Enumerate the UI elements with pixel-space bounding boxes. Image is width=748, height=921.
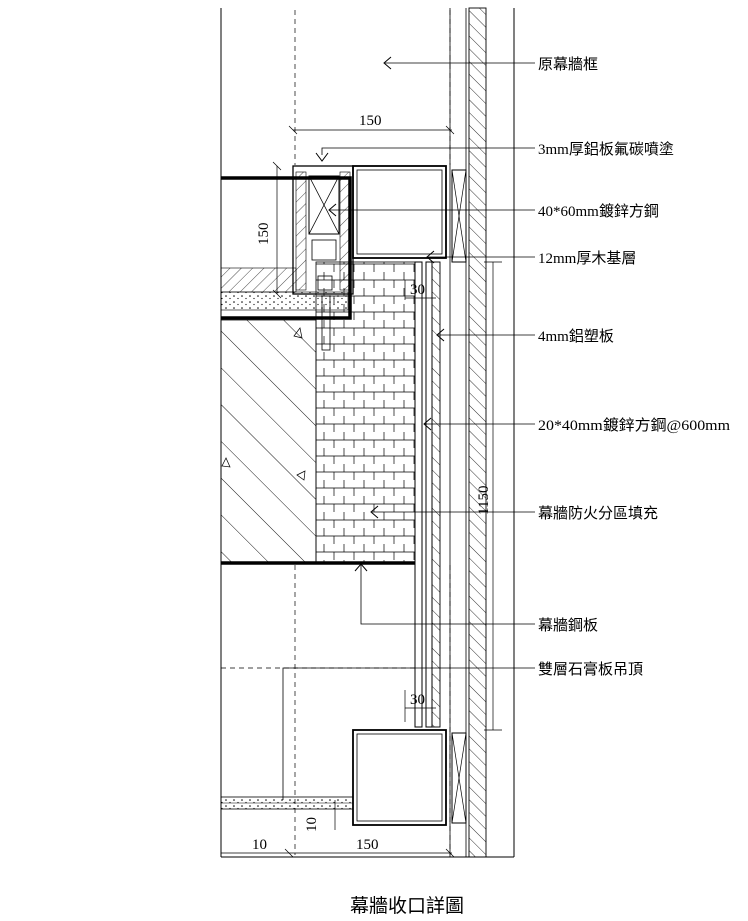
original-curtain-wall (449, 7, 487, 858)
label-curtain-steel-plate: 幕牆鋼板 (538, 616, 598, 634)
lower-square-steel-tube (352, 729, 467, 826)
concrete-floor-slab (221, 319, 317, 564)
dim-gap-top: 30 (410, 282, 425, 298)
reference-dashed-lines (221, 10, 451, 855)
dim-top-width: 150 (359, 113, 382, 129)
label-original-frame: 原幕牆框 (538, 56, 598, 73)
dimension-lines (221, 125, 502, 858)
label-double-gypsum-ceiling: 雙層石膏板吊頂 (538, 660, 643, 678)
dim-gap-bottom: 30 (410, 692, 425, 708)
upper-square-steel-tube (352, 165, 467, 263)
dim-upper-height: 150 (256, 223, 272, 246)
leader-lines (282, 62, 535, 800)
firestop-fill (315, 261, 416, 563)
label-galv-steel-40x60: 40*60mm鍍鋅方鋼 (538, 203, 659, 220)
dim-bottom-width: 150 (356, 837, 379, 853)
dim-ceiling-thickness: 10 (304, 817, 320, 832)
arrow-heads (315, 56, 445, 572)
label-firestop-fill: 幕牆防火分區填充 (538, 505, 658, 522)
drawing-title: 幕牆收口詳圖 (350, 895, 464, 917)
label-aluminum-composite: 4mm鋁塑板 (538, 327, 614, 345)
label-galv-steel-20x40: 20*40mm鍍鋅方鋼@600mm (538, 417, 730, 434)
label-wood-base: 12mm厚木基層 (538, 250, 636, 267)
label-aluminum-panel: 3mm厚鋁板氟碳噴塗 (538, 140, 674, 158)
vertical-steel-and-acp (414, 261, 441, 728)
gypsum-ceiling (220, 796, 354, 810)
dim-total-height: 1150 (476, 486, 492, 515)
dim-bottom-offset: 10 (252, 837, 267, 853)
